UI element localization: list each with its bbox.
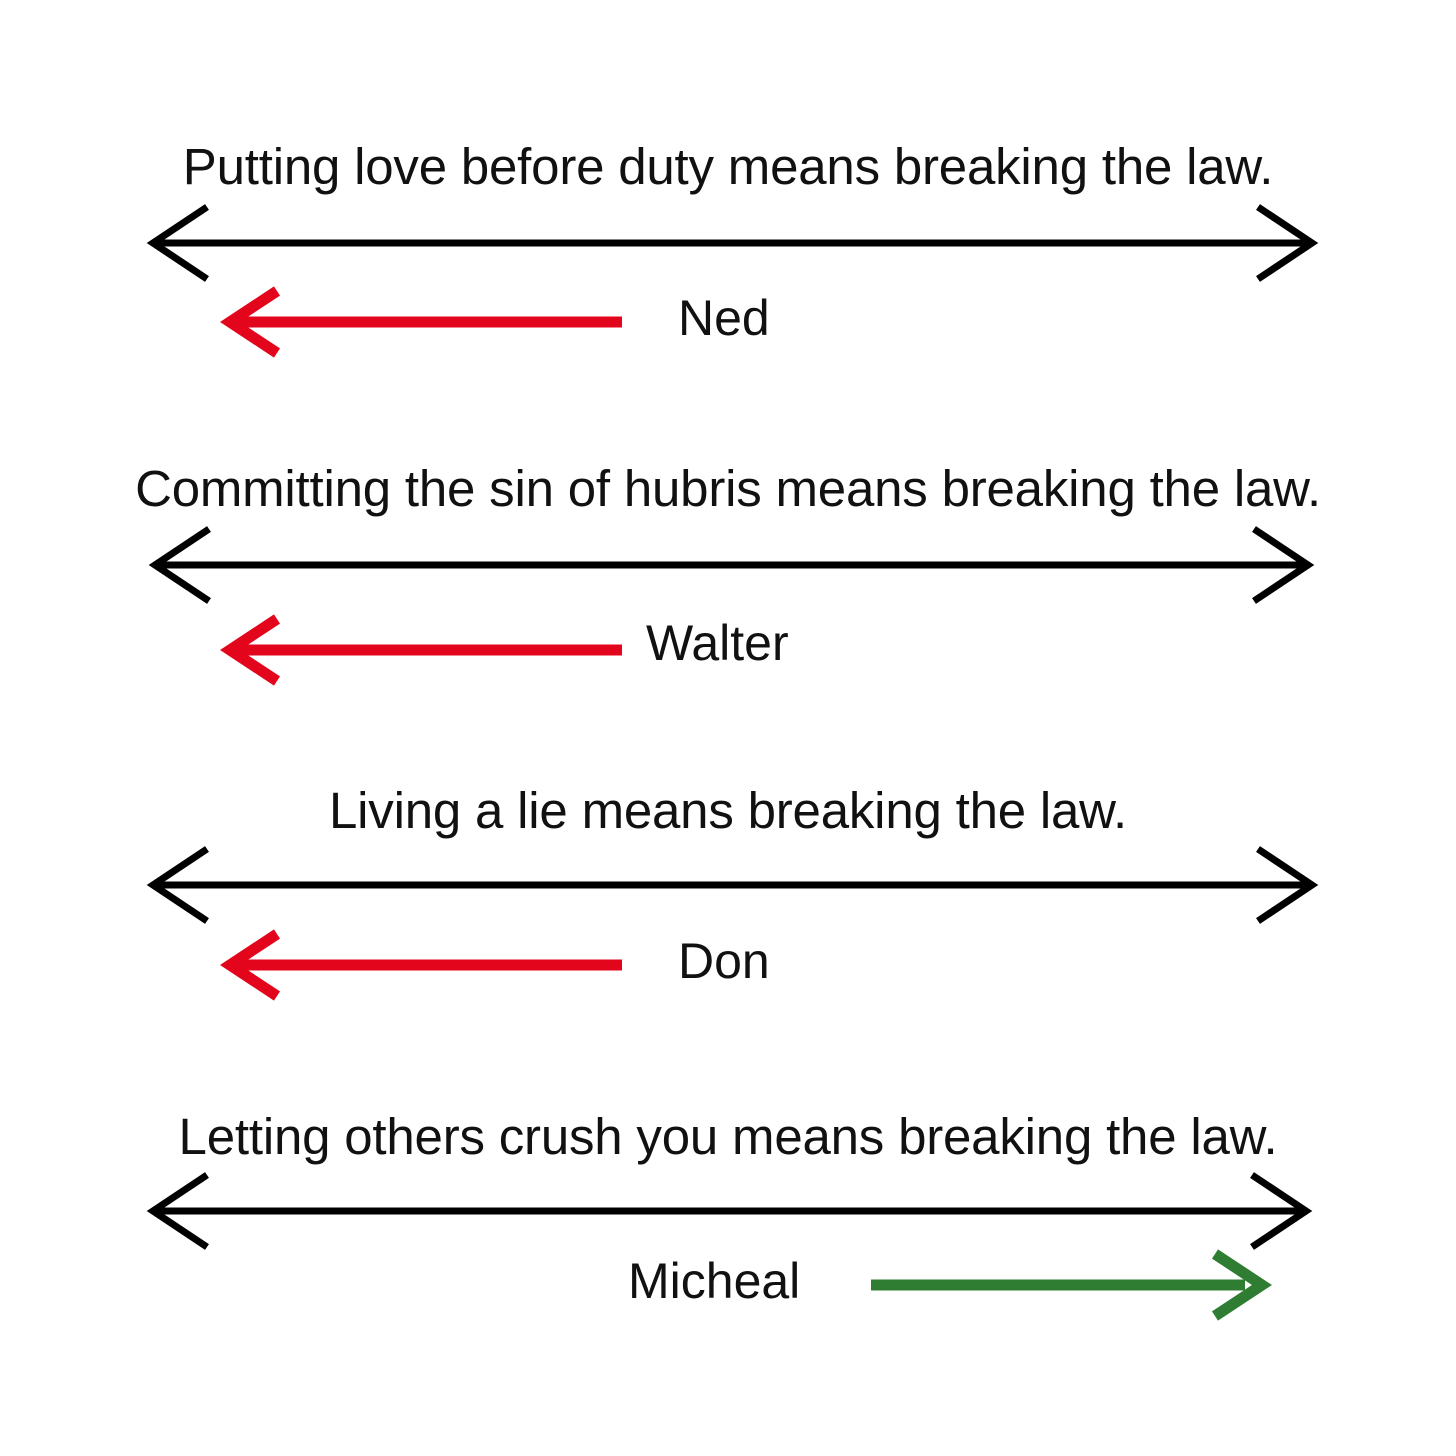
axis-arrow-2 bbox=[148, 526, 1315, 604]
force-arrow-4 bbox=[871, 1249, 1272, 1321]
statement-text-4: Letting others crush you means breaking … bbox=[178, 1108, 1278, 1165]
actor-label-3: Don bbox=[678, 933, 770, 989]
force-arrow-1 bbox=[220, 286, 622, 358]
statement-text-3: Living a lie means breaking the law. bbox=[329, 782, 1127, 839]
axis-arrow-1 bbox=[146, 204, 1319, 282]
statement-text-1: Putting love before duty means breaking … bbox=[182, 138, 1274, 195]
force-arrow-3 bbox=[220, 929, 622, 1001]
actor-label-2: Walter bbox=[646, 615, 789, 671]
force-arrow-2 bbox=[220, 614, 622, 686]
actor-label-1: Ned bbox=[678, 290, 770, 346]
axis-arrow-3 bbox=[146, 846, 1319, 924]
actor-label-4: Micheal bbox=[628, 1253, 801, 1309]
statement-text-2: Committing the sin of hubris means break… bbox=[135, 460, 1321, 517]
axis-arrow-4 bbox=[146, 1172, 1313, 1250]
